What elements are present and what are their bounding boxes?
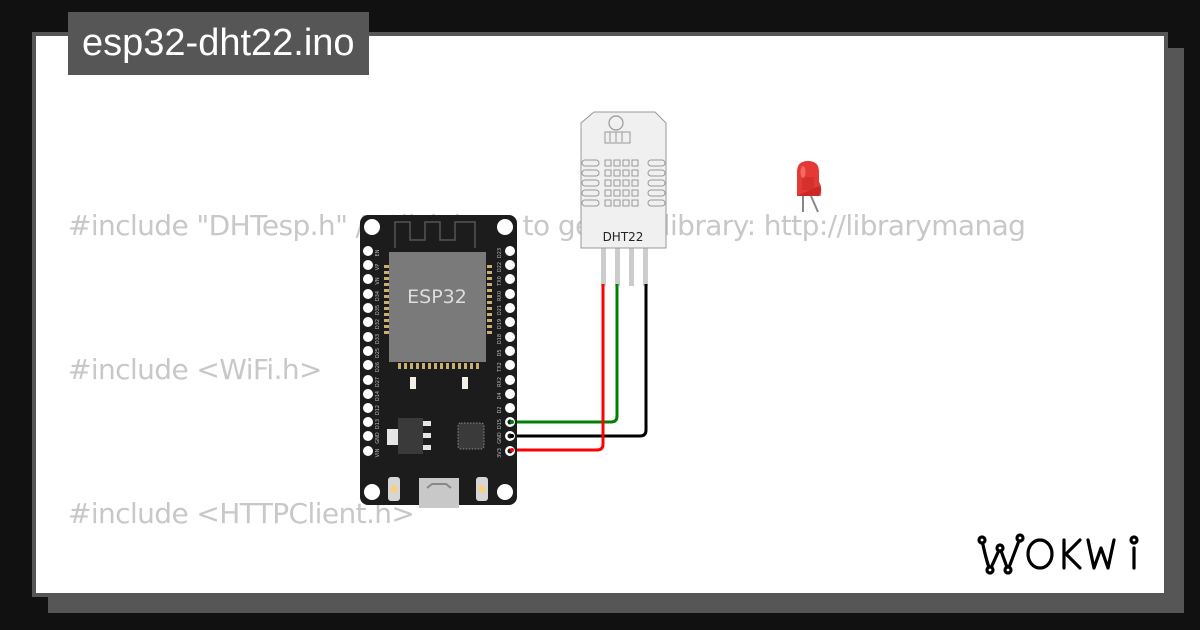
svg-text:RX0: RX0 — [497, 291, 503, 301]
svg-text:D35: D35 — [375, 305, 381, 315]
svg-text:D19: D19 — [497, 319, 503, 329]
svg-text:D32: D32 — [375, 319, 381, 329]
file-title: esp32-dht22.ino — [68, 12, 369, 75]
svg-text:TX2: TX2 — [497, 362, 503, 373]
svg-text:D5: D5 — [497, 349, 503, 356]
right-pin-labels: D23 D22 TX0 RX0 D21 D19 D18 D5 TX2 RX2 D… — [497, 248, 503, 458]
wires — [512, 284, 648, 452]
left-pin-labels: EN VP VN D34 D35 D32 D33 D25 D26 D27 D14… — [375, 249, 381, 457]
code-editor: #include "DHTesp.h" // Click here to get… — [68, 106, 1132, 593]
wokwi-logo[interactable] — [976, 530, 1150, 584]
wokwi-logo-icon — [977, 533, 1139, 575]
dht22-label: DHT22 — [603, 230, 644, 244]
code-line: #include <WiFi.h> — [68, 353, 322, 386]
svg-text:3V3: 3V3 — [497, 448, 503, 458]
svg-text:RX2: RX2 — [497, 377, 503, 387]
svg-text:D26: D26 — [375, 362, 381, 372]
svg-text:D25: D25 — [375, 348, 381, 358]
svg-text:D23: D23 — [497, 248, 503, 258]
code-line: #include <HTTPClient.h> — [68, 497, 415, 530]
svg-text:EN: EN — [375, 249, 381, 256]
svg-text:VN: VN — [375, 277, 381, 284]
svg-text:D13: D13 — [375, 419, 381, 429]
left-pin-headers — [363, 246, 373, 456]
dht22-sensor[interactable]: DHT22 — [580, 111, 667, 286]
wire-black — [512, 284, 648, 438]
svg-text:VP: VP — [375, 264, 381, 270]
svg-text:D33: D33 — [375, 334, 381, 344]
svg-text:D21: D21 — [497, 305, 503, 315]
svg-text:D34: D34 — [375, 291, 381, 301]
svg-text:D12: D12 — [375, 405, 381, 415]
svg-text:D15: D15 — [497, 419, 503, 429]
svg-text:D18: D18 — [497, 334, 503, 344]
wire-green — [512, 284, 619, 424]
svg-text:GND: GND — [375, 432, 381, 444]
wire-red — [512, 284, 605, 452]
svg-text:D2: D2 — [497, 406, 503, 413]
svg-text:D14: D14 — [375, 391, 381, 401]
svg-text:GND: GND — [497, 432, 503, 444]
svg-text:VIN: VIN — [375, 448, 381, 457]
svg-text:D4: D4 — [497, 392, 503, 399]
esp32-label: ESP32 — [407, 286, 467, 308]
esp32-chip — [389, 252, 486, 362]
svg-text:D22: D22 — [497, 262, 503, 272]
svg-text:TX0: TX0 — [497, 276, 503, 287]
svg-text:D27: D27 — [375, 377, 381, 387]
red-led[interactable] — [797, 161, 822, 213]
esp32-board[interactable]: ESP32 EN VP VN D34 D35 D32 D33 — [360, 215, 517, 508]
